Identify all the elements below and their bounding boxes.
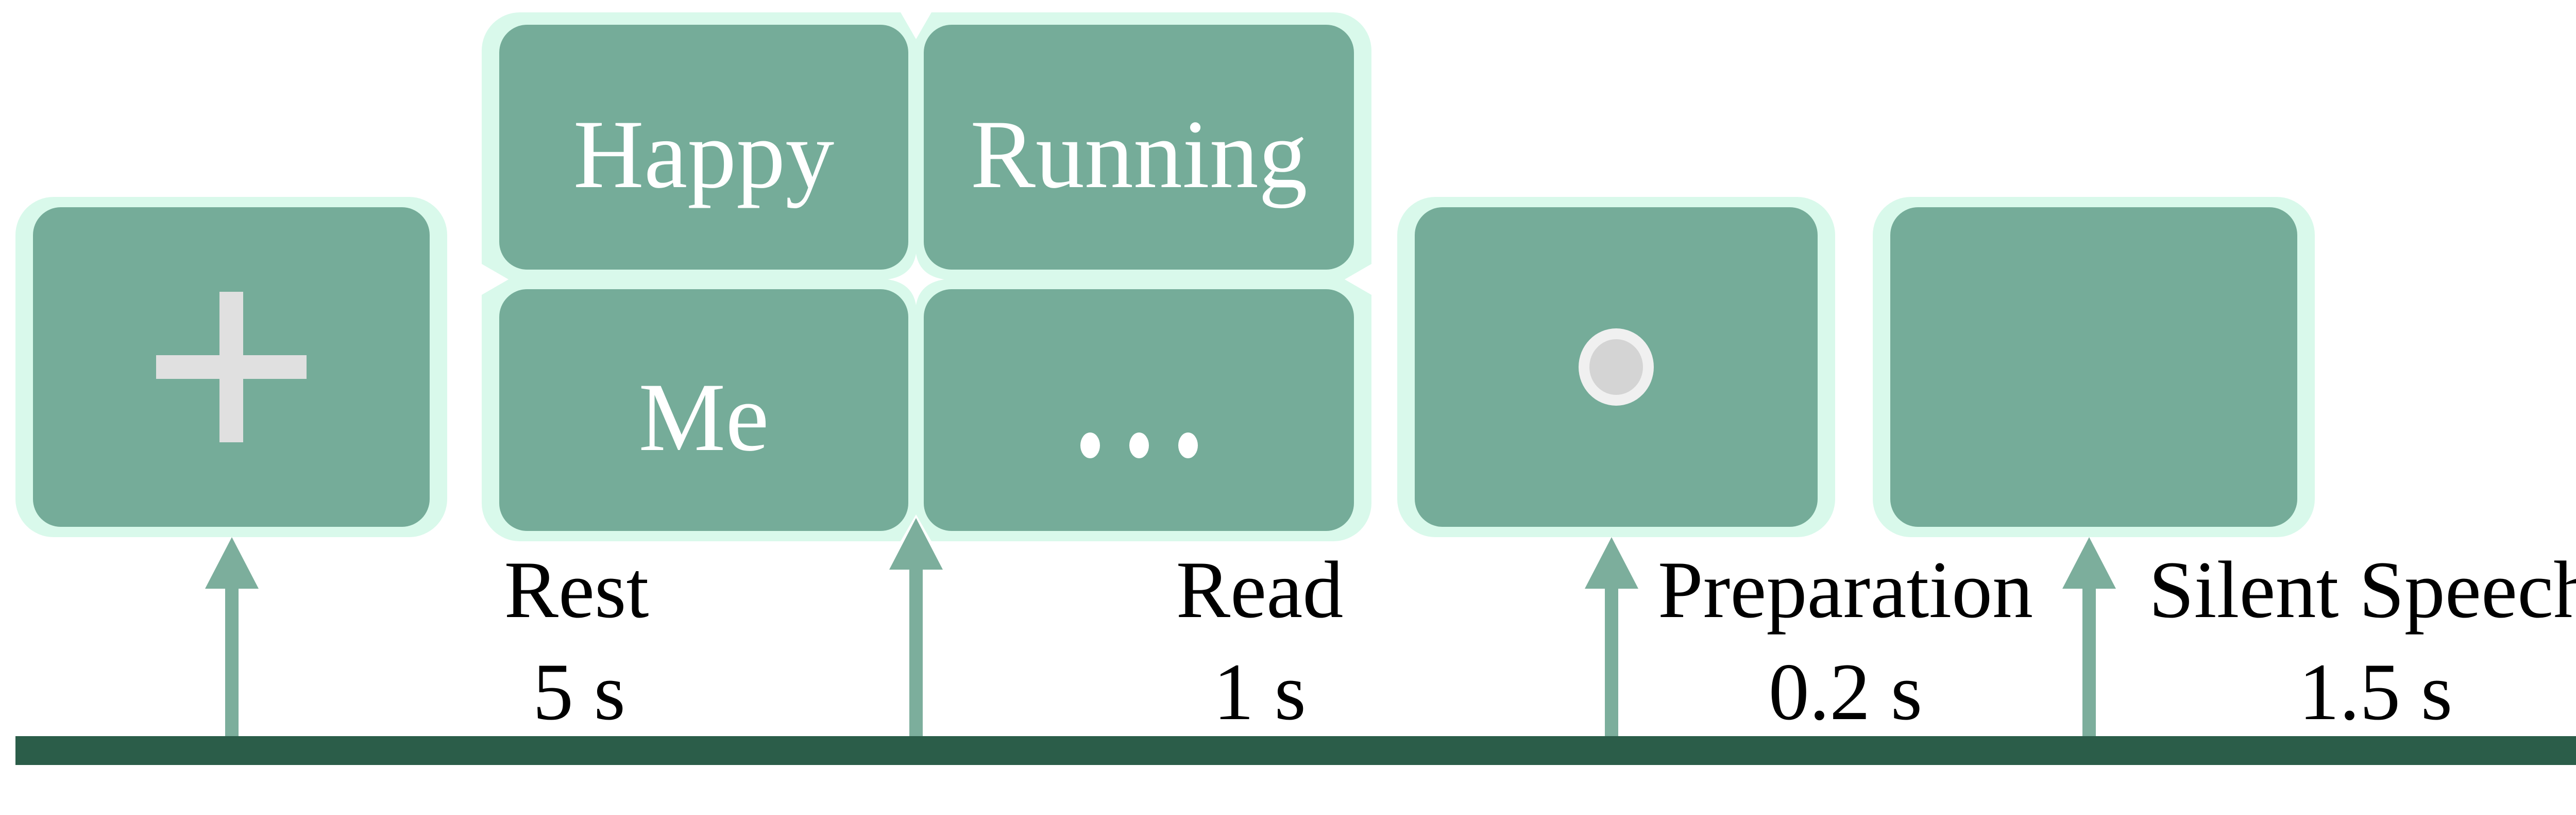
ellipsis-dot [1080,432,1100,458]
attention-dot-inner [1589,339,1643,395]
silent-speech-card [1873,197,2315,537]
preparation-card-face [1415,207,1818,527]
word-card-me: Me [499,289,908,531]
word-card-more [924,289,1354,531]
phase-name-rest: Rest [504,545,649,635]
preparation-card [1397,197,1835,537]
marker-arrow-read [889,518,943,736]
word-label-running: Running [970,100,1308,209]
marker-arrowhead-icon [205,537,259,589]
grid-junction-star-icon [888,254,944,305]
marker-arrow-shaft [2082,589,2096,736]
timeline-axis [15,736,2576,765]
word-label-me: Me [638,363,769,472]
grid-notch-right [1345,264,1371,295]
ellipsis-icon [1080,432,1198,458]
silent-speech-card-face [1890,207,2297,527]
grid-notch-top [901,12,931,39]
marker-arrowhead-icon [2062,537,2116,589]
word-label-happy: Happy [573,100,835,209]
phase-duration-preparation: 0.2 s [1768,647,1923,737]
marker-arrow-preparation [1585,537,1638,736]
word-card-happy: Happy [499,25,908,270]
grid-notch-left [482,264,509,295]
fixation-card-face [33,207,430,527]
phase-name-silent-speech: Silent Speech [2148,545,2576,635]
marker-arrow-silent-speech [2062,537,2116,736]
fixation-card [15,197,447,537]
phase-name-preparation: Preparation [1657,545,2033,635]
word-card-running: Running [924,25,1354,270]
marker-arrowhead-icon [889,518,943,570]
marker-arrow-shaft [225,589,239,736]
phase-name-read: Read [1176,545,1344,635]
fixation-cross-vertical-bar [219,292,243,442]
marker-arrow-shaft [1605,589,1618,736]
marker-arrowhead-icon [1585,537,1638,589]
marker-arrow-shaft [909,570,923,736]
word-card-grid: Happy Running Me [482,12,1371,541]
phase-duration-rest: 5 s [533,647,625,737]
fixation-cross-icon [156,292,307,442]
attention-dot-icon [1579,328,1654,406]
ellipsis-dot [1178,432,1198,458]
marker-arrow-rest [205,537,259,736]
phase-duration-silent-speech: 1.5 s [2298,647,2453,737]
ellipsis-dot [1129,432,1149,458]
phase-duration-read: 1 s [1213,647,1306,737]
